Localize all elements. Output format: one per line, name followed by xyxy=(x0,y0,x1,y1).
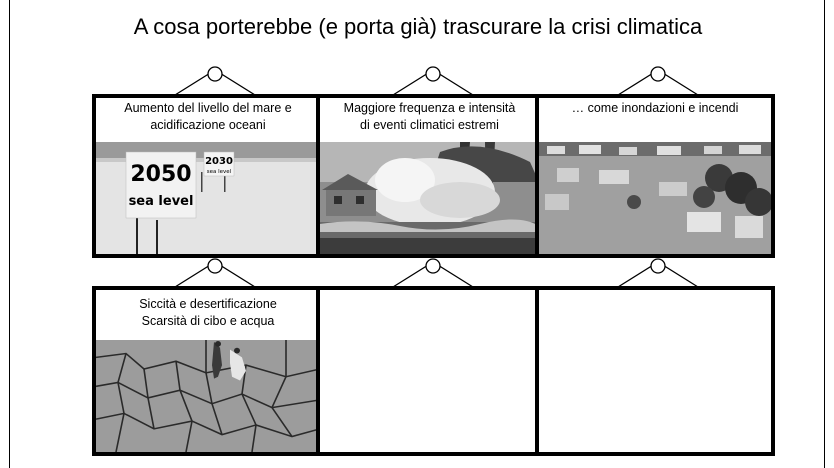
sign-label-large: sea level xyxy=(129,194,194,209)
caption-line: Maggiore frequenza e intensità xyxy=(343,101,516,115)
caption-line: Scarsità di cibo e acqua xyxy=(141,314,275,328)
cracked-dry-earth-photo xyxy=(96,340,320,452)
slide-title: A cosa porterebbe (e porta già) trascura… xyxy=(133,14,703,39)
hanger-icon xyxy=(174,66,256,96)
sea-level-signs-photo: 2050 sea level 2030 sea level xyxy=(96,142,320,254)
caption-line: … come inondazioni e incendi xyxy=(571,101,739,115)
caption-line: Aumento del livello del mare e xyxy=(124,101,292,115)
sign-year-small: 2030 xyxy=(205,156,233,167)
hanger-icon xyxy=(617,258,699,288)
panel-extreme-events: Maggiore frequenza e intensità di eventi… xyxy=(316,94,543,258)
panel-caption: … come inondazioni e incendi xyxy=(539,98,771,117)
hanger-icon xyxy=(392,258,474,288)
panel-drought: Siccità e desertificazione Scarsità di c… xyxy=(92,286,324,456)
sign-label-small: sea level xyxy=(207,169,232,175)
caption-line: acidificazione oceani xyxy=(150,118,266,132)
hanger-icon xyxy=(174,258,256,288)
panel-caption: Maggiore frequenza e intensità di eventi… xyxy=(320,98,539,134)
slide: A cosa porterebbe (e porta già) trascura… xyxy=(9,0,825,468)
storm-wave-house-photo xyxy=(320,142,539,254)
panel-sea-level: 2050 sea level 2030 sea level Aumento de… xyxy=(92,94,324,258)
panel-empty xyxy=(316,286,543,456)
caption-line: Siccità e desertificazione xyxy=(139,297,277,311)
panel-empty xyxy=(535,286,775,456)
panel-caption: Aumento del livello del mare e acidifica… xyxy=(96,98,320,134)
hanger-icon xyxy=(392,66,474,96)
hanger-icon xyxy=(617,66,699,96)
flooded-neighborhood-photo xyxy=(539,142,771,254)
panel-floods-fires: … come inondazioni e incendi xyxy=(535,94,775,258)
sign-year-large: 2050 xyxy=(130,162,191,187)
caption-line: di eventi climatici estremi xyxy=(360,118,499,132)
panel-caption: Siccità e desertificazione Scarsità di c… xyxy=(96,290,320,330)
